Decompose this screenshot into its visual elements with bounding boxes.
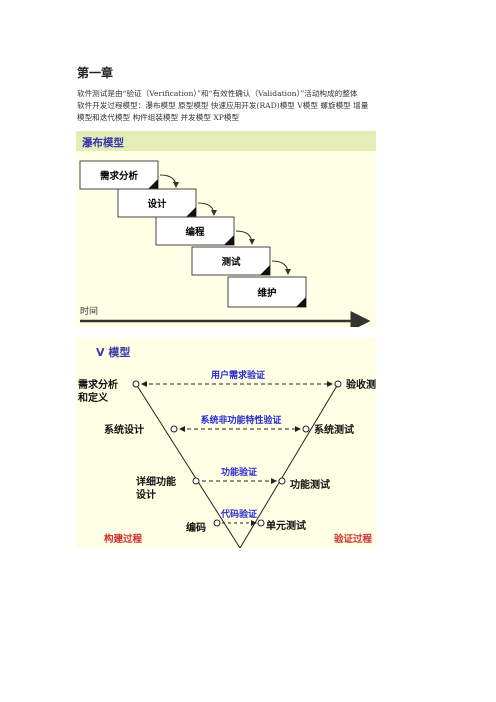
verification-label-nonfunctional: 系统非功能特性验证 (200, 414, 281, 426)
transition-arrow (271, 260, 291, 275)
left-node-label-detailed-design: 详细功能设计 (136, 475, 176, 501)
v-node (334, 380, 342, 388)
paragraph-process-models-2: 模型和迭代模型 构件组装模型 并发模型 XP模型 (77, 113, 240, 122)
left-node-label-requirements: 需求分析和定义 (77, 378, 118, 404)
left-node-line: 需求分析 (78, 378, 118, 391)
v-node (278, 477, 286, 485)
transition-arrow (235, 230, 255, 245)
stage-label: 测试 (221, 256, 241, 268)
v-node (257, 519, 265, 527)
right-node-label-system-test: 系统测试 (314, 423, 354, 436)
waterfall-diagram: 瀑布模型 需求分析 设计 编程 测试 维护 (76, 131, 376, 327)
v-node (192, 477, 200, 485)
left-node-label-coding: 编码 (186, 521, 206, 534)
footer-verify-process: 验证过程 (334, 533, 373, 545)
waterfall-header-band (76, 131, 376, 151)
left-node-line: 和定义 (77, 391, 109, 404)
paragraph-testing-definition: 软件测试是由“验证（Verification）”和“有效性确认（Validati… (77, 89, 358, 98)
v-node (132, 380, 140, 388)
v-node (302, 425, 310, 433)
waterfall-model-figure: 瀑布模型 需求分析 设计 编程 测试 维护 (76, 131, 376, 327)
v-model-diagram: V 模型 用户需求验证 系统非功能特性验证 功能验证 代码验证 需求分析和定义 … (77, 345, 376, 548)
verification-label-code: 代码验证 (220, 508, 257, 520)
stage-label: 需求分析 (100, 170, 139, 182)
verification-label-functional: 功能验证 (221, 466, 257, 478)
paragraph-process-models-1: 软件开发过程模型：瀑布模型 原型模型 快速应用开发(RAD)模型 V模型 螺旋模… (77, 101, 369, 110)
verification-label-user-requirements: 用户需求验证 (210, 369, 265, 381)
left-node-label-system-design: 系统设计 (104, 423, 144, 436)
transition-arrow (159, 174, 179, 188)
v-model-figure: V 模型 用户需求验证 系统非功能特性验证 功能验证 代码验证 需求分析和定义 … (76, 338, 376, 548)
stage-label: 设计 (147, 198, 167, 210)
stage-box-design: 设计 (117, 188, 197, 218)
waterfall-title: 瀑布模型 (82, 136, 124, 149)
right-node-label-unit-test: 单元测试 (266, 519, 306, 532)
stage-label: 编程 (185, 226, 205, 238)
left-node-line: 设计 (136, 488, 156, 501)
v-model-title: V 模型 (96, 345, 130, 359)
chapter-title: 第一章 (77, 66, 114, 80)
v-left-arm (135, 383, 241, 548)
right-node-label-acceptance: 验收测试 (346, 378, 376, 391)
right-node-label-function-test: 功能测试 (290, 478, 330, 491)
transition-arrow (197, 202, 217, 216)
stage-label: 维护 (257, 287, 276, 299)
footer-build-process: 构建过程 (104, 533, 143, 545)
left-node-line: 详细功能 (136, 475, 176, 488)
v-node (213, 519, 221, 527)
time-axis-label: 时间 (80, 305, 98, 317)
stage-box-requirements: 需求分析 (79, 160, 159, 190)
v-node (170, 425, 178, 433)
stage-box-testing: 测试 (191, 246, 271, 276)
stage-box-maintenance: 维护 (227, 276, 307, 308)
stage-box-coding: 编程 (155, 216, 235, 246)
